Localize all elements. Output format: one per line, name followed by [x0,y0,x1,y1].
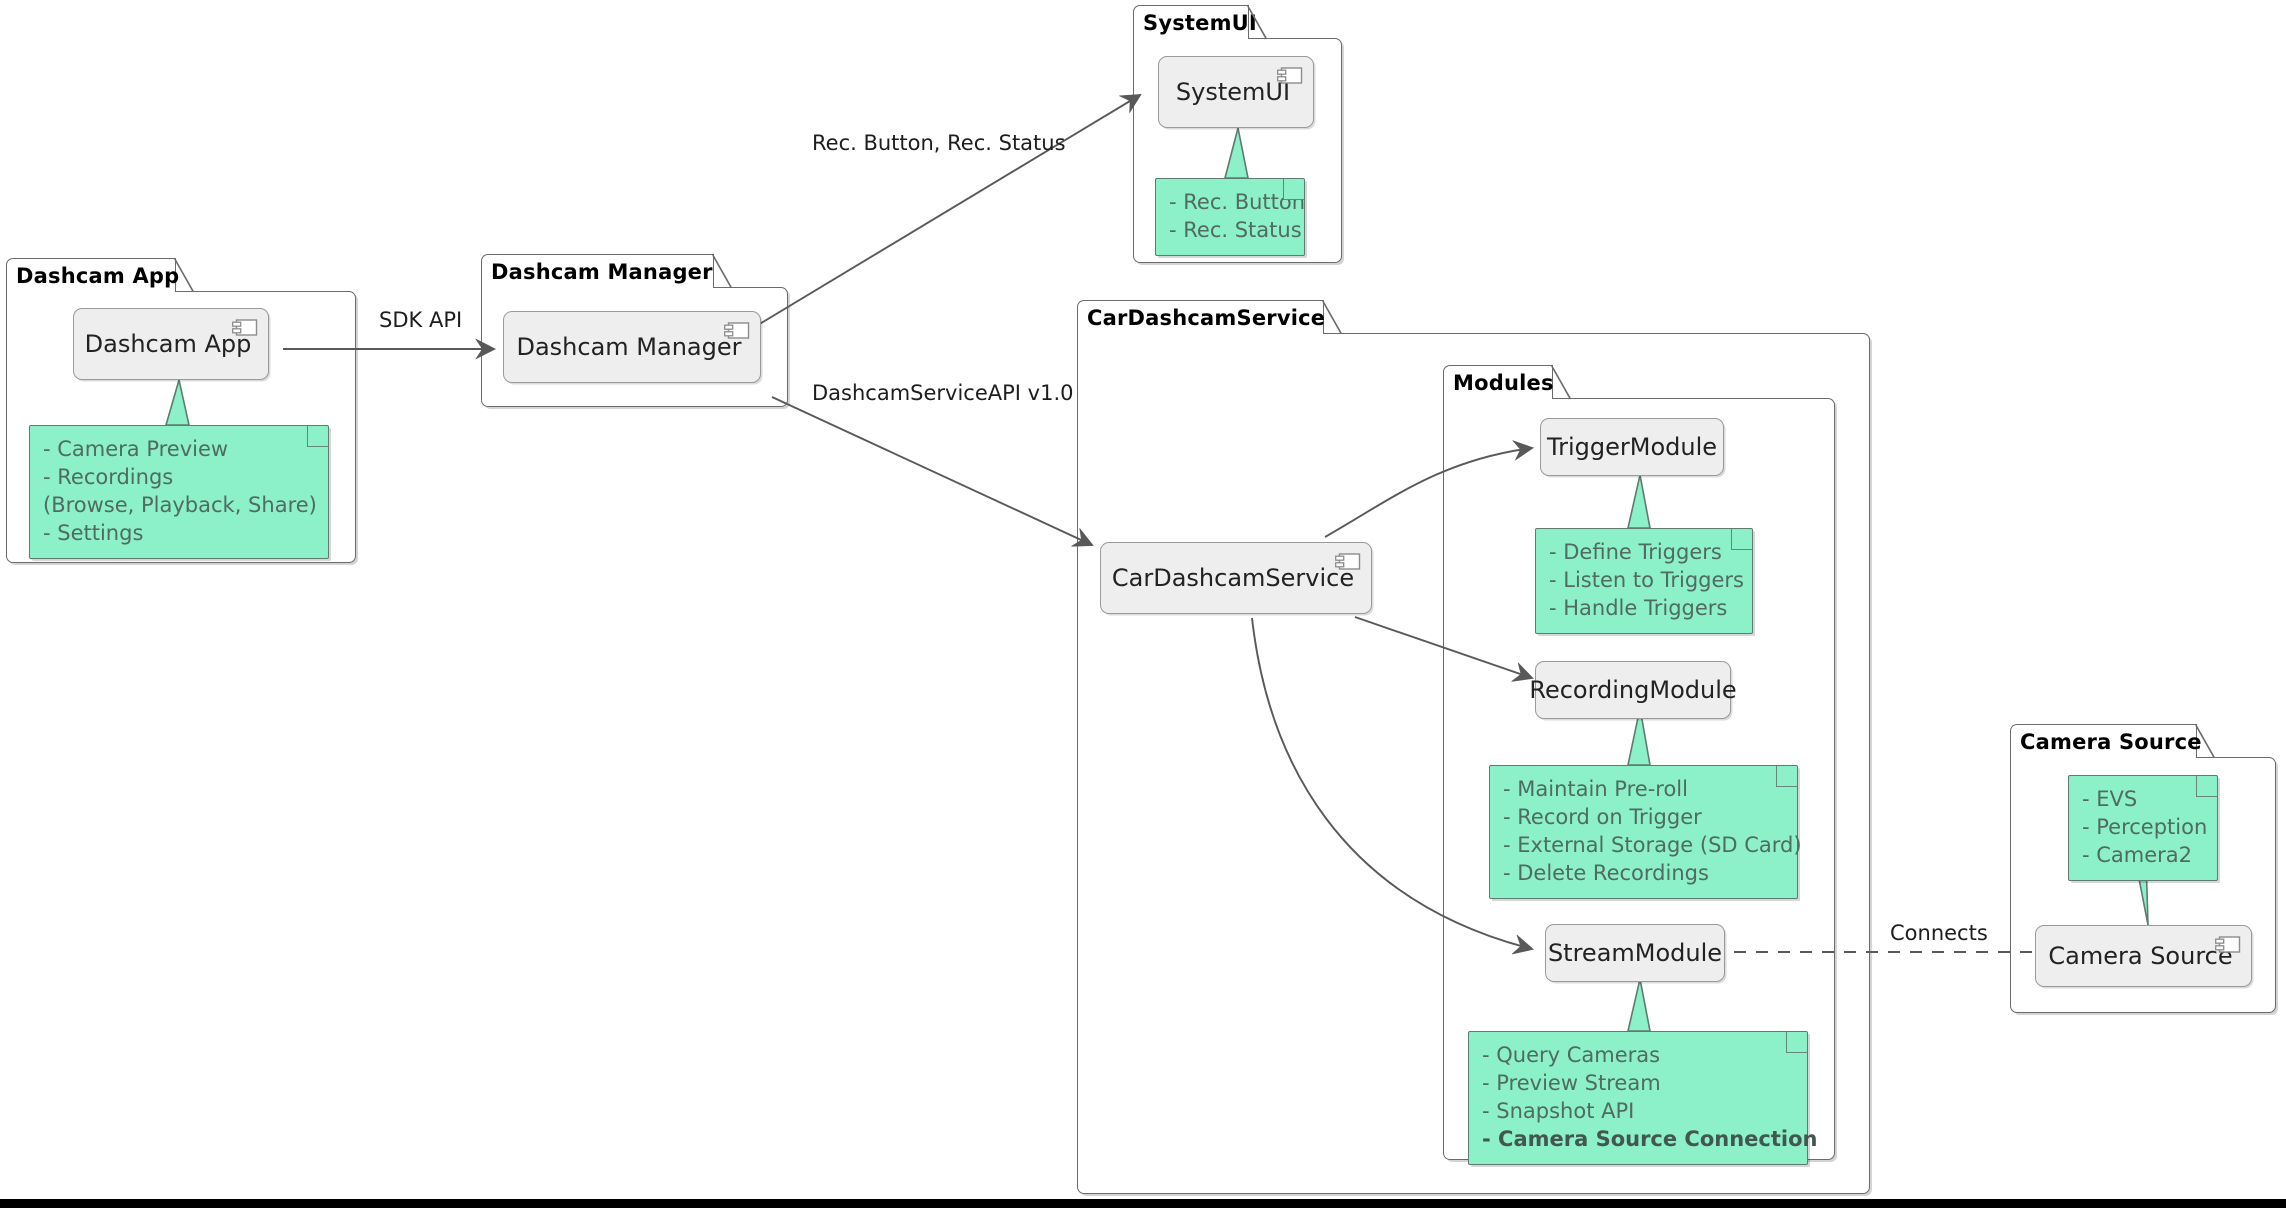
package-tab-slant-modules [1551,365,1571,399]
bottom-chrome-bar [0,1199,2286,1208]
uml-component-icon [232,319,258,336]
package-title-car-dashcam-service: CarDashcamService [1087,305,1326,330]
edge-label-connects: Connects [1890,921,1988,945]
note-fold-icon [2196,775,2218,797]
note-line: - Rec. Status [1169,217,1302,242]
edge-label-dashcamserviceapi: DashcamServiceAPI v1.0 [812,381,1074,405]
note-line: - External Storage (SD Card) [1503,832,1802,857]
note-line: - EVS [2082,787,2138,811]
package-tab-camera-source: Camera Source [2010,724,2202,758]
note-line: - Settings [43,520,144,545]
note-anchor-dashcam-app [164,379,190,426]
package-tab-dashcam-manager: Dashcam Manager [481,254,714,288]
package-title-dashcam-app: Dashcam App [16,263,180,288]
component-dashcam-manager[interactable]: Dashcam Manager [503,311,761,383]
note-line: (Browse, Playback, Share) [43,492,317,517]
package-title-camera-source: Camera Source [2020,729,2202,754]
edge-service-to-trigger [1324,448,1532,538]
component-label-dashcam-manager: Dashcam Manager [516,333,742,361]
note-dashcam-app: - Camera Preview - Recordings (Browse, P… [29,425,329,559]
note-line: - Perception [2082,814,2208,839]
uml-component-icon [724,322,750,339]
component-stream-module[interactable]: StreamModule [1545,924,1725,982]
package-tab-car-dashcam-service: CarDashcamService [1077,300,1326,334]
component-label-camera-source: Camera Source [2048,942,2233,970]
component-system-ui[interactable]: SystemUI [1158,56,1314,128]
component-label-recording-module: RecordingModule [1529,676,1737,704]
note-recording-module: - Maintain Pre-roll - Record on Trigger … [1489,765,1802,899]
note-line: - Handle Triggers [1549,595,1728,620]
component-label-dashcam-app: Dashcam App [84,330,252,358]
note-line: - Record on Trigger [1503,804,1702,829]
edge-service-to-stream [1251,617,1532,949]
edge-dashcamserviceapi [771,396,1092,545]
package-title-modules: Modules [1453,370,1554,395]
package-tab-slant-camera-source [2195,724,2215,758]
edge-label-rec-button-status: Rec. Button, Rec. Status [812,131,1066,155]
package-tab-modules: Modules [1443,365,1553,399]
component-car-dashcam-service[interactable]: CarDashcamService [1100,542,1372,614]
note-line: - Define Triggers [1549,540,1722,564]
component-dashcam-app[interactable]: Dashcam App [73,308,269,380]
package-title-system-ui: SystemUI [1143,10,1257,35]
package-tab-dashcam-app: Dashcam App [6,258,180,292]
note-stream-module: - Query Cameras - Preview Stream - Snaps… [1468,1031,1818,1165]
edge-label-sdk-api: SDK API [379,308,463,332]
note-fold-icon [1283,178,1305,200]
note-line-emphasis: - Camera Source Connection [1482,1126,1818,1151]
note-anchor-trigger-module [1626,474,1651,529]
component-label-stream-module: StreamModule [1547,939,1723,967]
note-line: - Recordings [43,464,174,489]
note-fold-icon [307,425,329,447]
package-tab-slant-car-dashcam-service [1322,300,1342,334]
note-system-ui: - Rec. Button - Rec. Status [1155,178,1305,256]
component-label-car-dashcam-service: CarDashcamService [1111,564,1355,592]
note-fold-icon [1776,765,1798,787]
note-line: - Maintain Pre-roll [1503,777,1688,801]
note-camera-source: - EVS - Perception - Camera2 [2068,775,2218,881]
component-trigger-module[interactable]: TriggerModule [1540,418,1724,476]
package-tab-slant-system-ui [1247,5,1267,39]
component-label-system-ui: SystemUI [1175,78,1291,106]
component-label-trigger-module: TriggerModule [1546,433,1718,461]
note-fold-icon [1786,1031,1808,1053]
uml-component-icon [1335,553,1361,570]
component-recording-module[interactable]: RecordingModule [1529,661,1737,719]
package-title-dashcam-manager: Dashcam Manager [491,259,713,284]
uml-component-icon [1277,67,1303,84]
note-line: - Rec. Button [1169,190,1306,214]
note-fold-icon [1731,528,1753,550]
note-line: - Snapshot API [1482,1098,1635,1123]
note-line: - Listen to Triggers [1549,567,1744,592]
note-anchor-stream-module [1626,978,1651,1032]
package-tab-system-ui: SystemUI [1133,5,1257,39]
package-tab-slant-dashcam-app [174,258,194,292]
note-line: - Delete Recordings [1503,860,1709,885]
uml-component-icon [2215,936,2241,953]
note-line: - Query Cameras [1482,1043,1661,1067]
package-tab-slant-dashcam-manager [712,254,732,288]
edge-rec-button-status [737,95,1140,338]
note-line: - Camera Preview [43,437,229,461]
edge-service-to-recording [1354,616,1532,678]
note-anchor-system-ui [1223,127,1249,179]
note-line: - Preview Stream [1482,1070,1661,1095]
note-trigger-module: - Define Triggers - Listen to Triggers -… [1535,528,1753,634]
component-camera-source[interactable]: Camera Source [2035,925,2252,987]
note-line: - Camera2 [2082,842,2193,867]
